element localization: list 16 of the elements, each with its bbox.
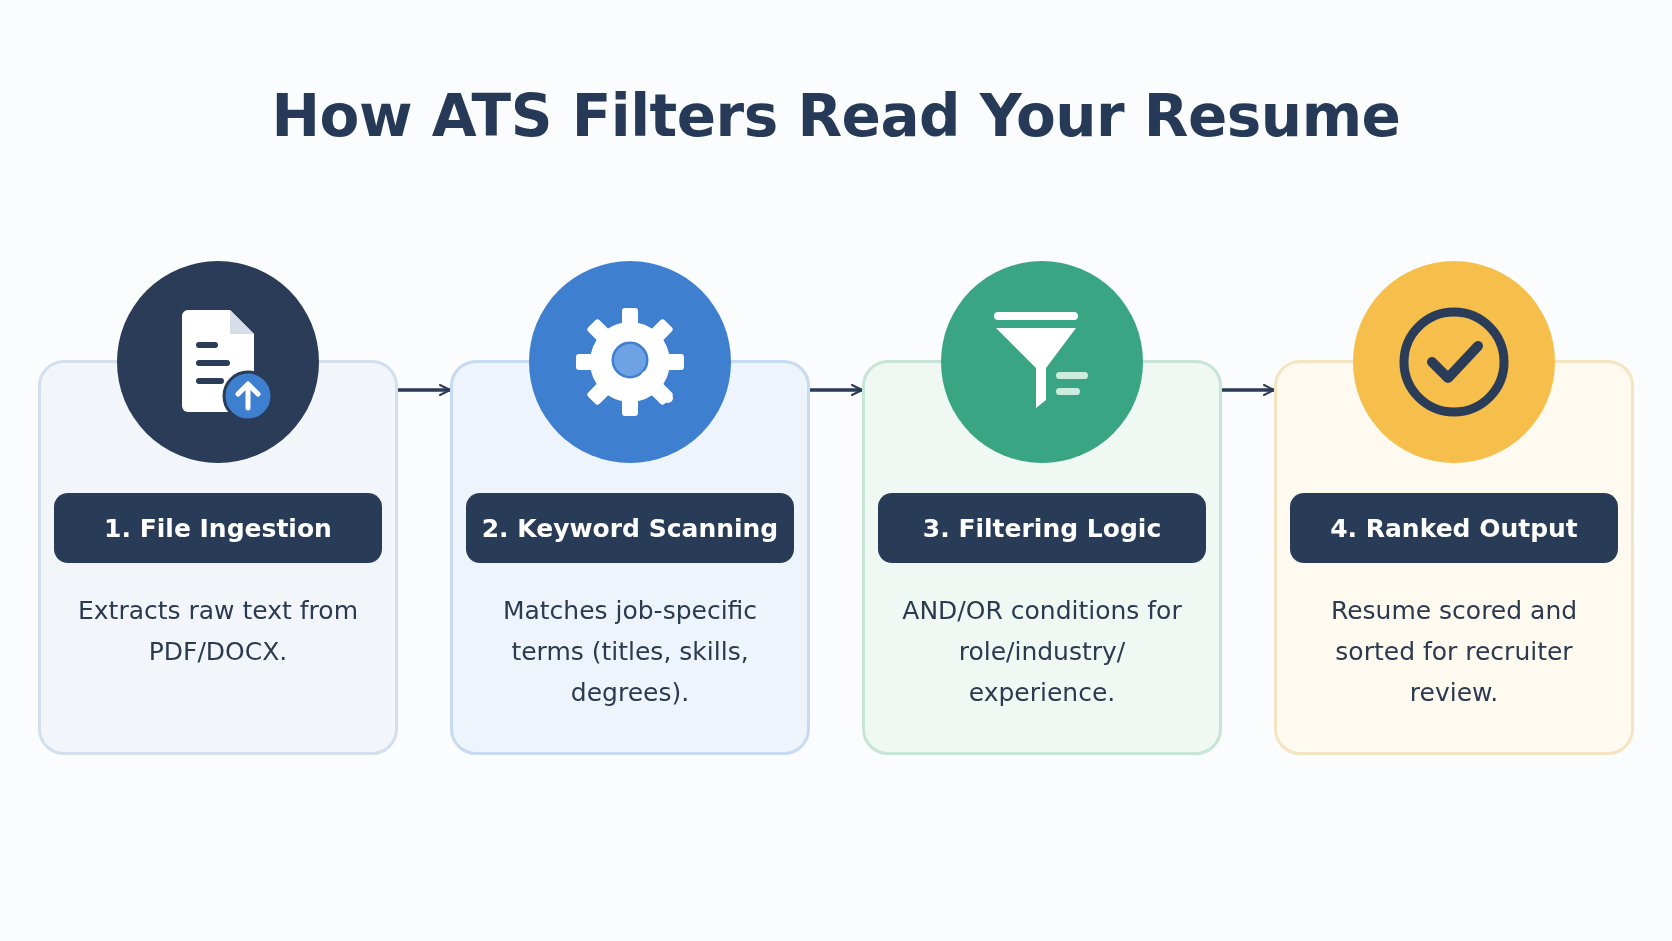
step-card xyxy=(38,260,398,755)
arrow xyxy=(398,384,451,396)
step-description: AND/OR conditions for role/industry/ experience. xyxy=(902,595,1182,709)
step-heading: 2. Keyword Scanning xyxy=(466,493,794,563)
step-heading: 1. File Ingestion xyxy=(54,493,382,563)
step-heading: 3. Filtering Logic xyxy=(878,493,1206,563)
arrow xyxy=(1222,384,1275,396)
step-card xyxy=(450,260,810,755)
step-description: Resume scored and sorted for recruiter review. xyxy=(1329,595,1579,709)
step-heading: 4. Ranked Output xyxy=(1290,493,1618,563)
step-card xyxy=(862,260,1222,755)
step-card xyxy=(1274,260,1634,755)
step-description: Extracts raw text from PDF/DOCX. xyxy=(78,595,358,668)
step-description: Matches job-specific terms (titles, skills, degrees). xyxy=(501,595,759,709)
arrow xyxy=(810,384,863,396)
title: How ATS Filters Read Your Resume xyxy=(271,82,1401,150)
